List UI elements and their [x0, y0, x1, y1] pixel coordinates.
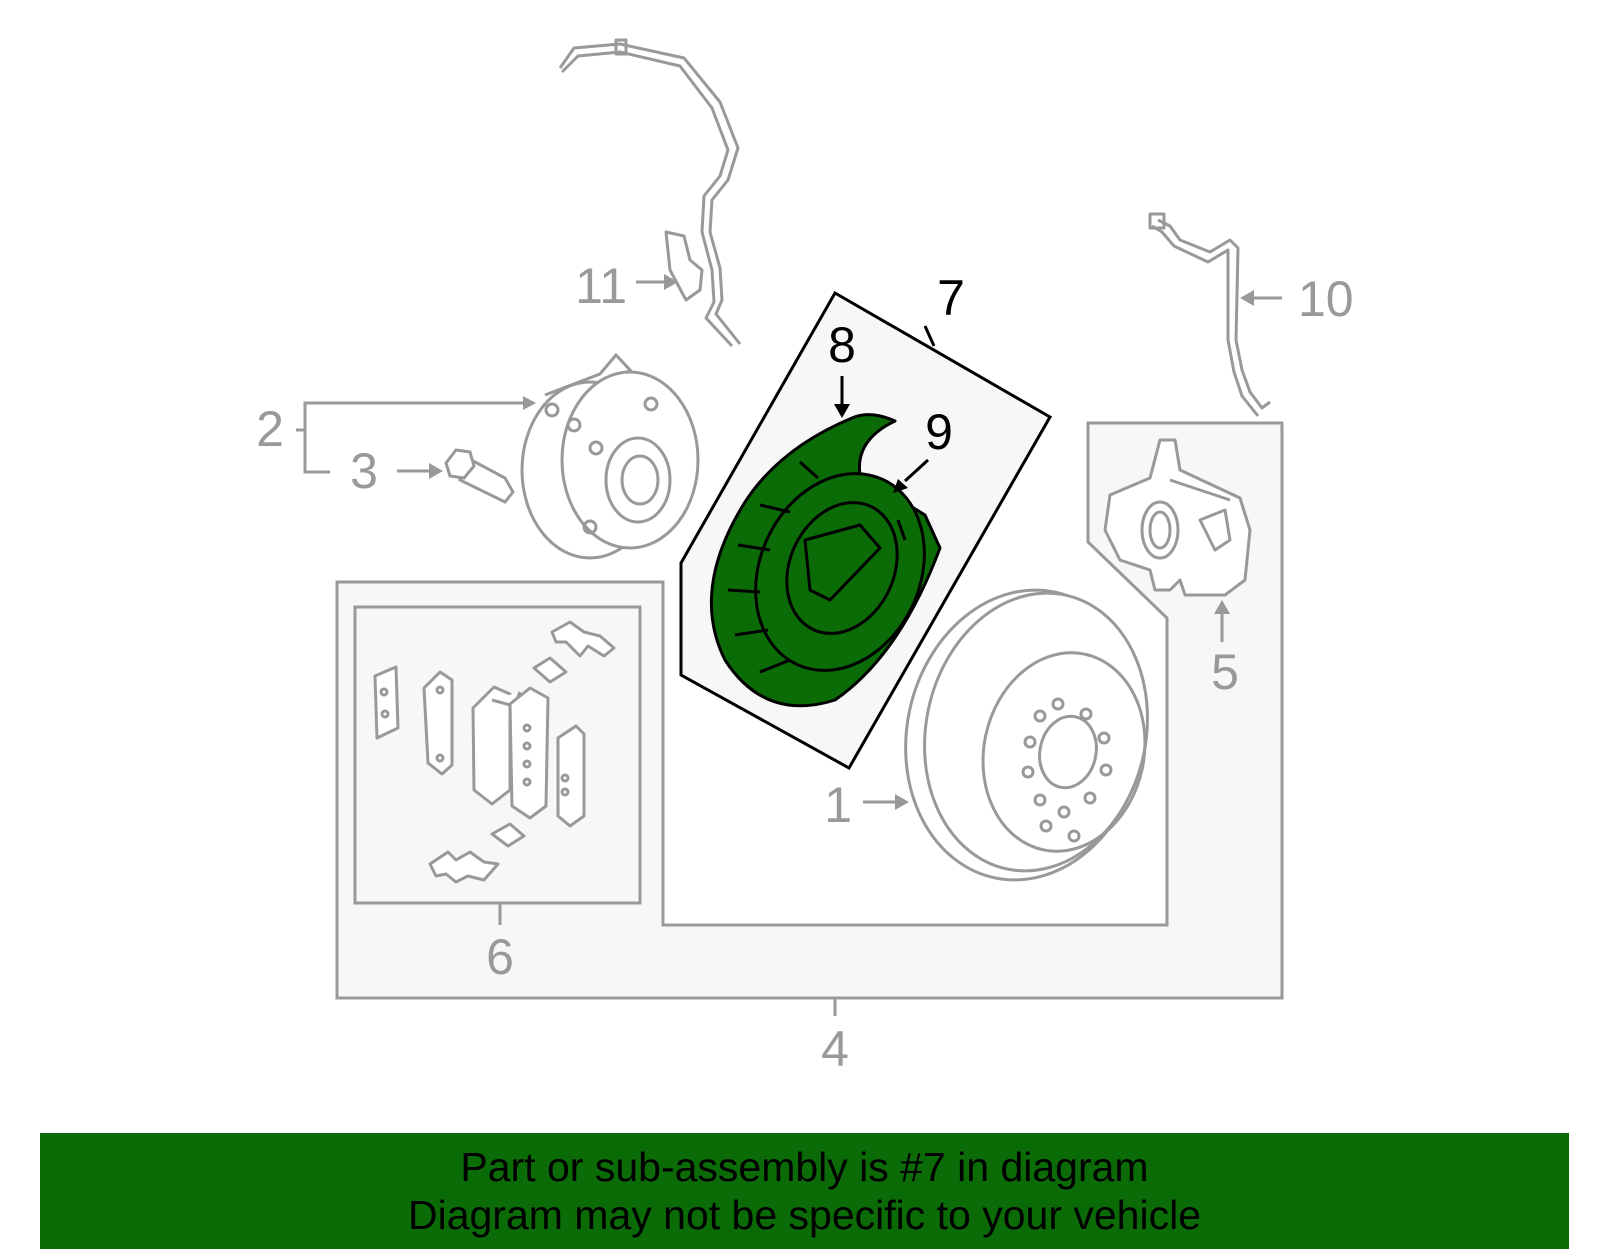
callout-4: 4	[821, 1021, 849, 1077]
callout-1: 1	[824, 777, 852, 833]
callout-10: 10	[1298, 271, 1354, 327]
arrowhead-10	[1240, 290, 1254, 306]
callout-3: 3	[350, 443, 378, 499]
banner-line-2: Diagram may not be specific to your vehi…	[407, 1192, 1201, 1238]
banner-line-1: Part or sub-assembly is #7 in diagram	[460, 1144, 1149, 1190]
plate-rib-2	[737, 543, 771, 552]
callout-11: 11	[575, 258, 627, 314]
plate-rib-4	[734, 628, 769, 637]
leader-2	[296, 401, 525, 474]
brake-pad-kit	[373, 620, 616, 884]
arrowhead-1	[895, 794, 909, 810]
arrowhead-8	[834, 404, 850, 418]
callout-6: 6	[486, 929, 514, 985]
hub-bolt	[444, 448, 515, 504]
brake-hose	[1148, 212, 1271, 417]
parking-brake-shoe	[803, 523, 882, 602]
plate-rib-5	[759, 658, 791, 674]
plate-rib-6	[799, 460, 819, 480]
backing-plate-part	[709, 413, 942, 708]
arrow-9	[903, 458, 930, 483]
plate-rib-3	[727, 588, 761, 594]
wheel-hub	[520, 352, 700, 560]
callout-5: 5	[1211, 644, 1239, 700]
callout-8: 8	[828, 317, 856, 373]
info-banner: Part or sub-assembly is #7 in diagram Di…	[40, 1133, 1569, 1249]
abs-sensor-wire	[558, 38, 742, 348]
pad-kit-box	[353, 605, 642, 905]
arrowhead-2	[523, 396, 536, 410]
arrowhead-5	[1214, 600, 1230, 614]
arrowhead-9	[893, 479, 908, 493]
leader-7	[923, 325, 936, 347]
callout-2: 2	[256, 401, 284, 457]
plate-rib-1	[759, 503, 791, 514]
callout-7: 7	[937, 270, 965, 326]
brake-caliper	[1103, 438, 1252, 597]
brake-rotor	[904, 588, 1149, 882]
arrowhead-11	[664, 274, 678, 290]
plate-rib-7	[896, 519, 907, 541]
callout-9: 9	[925, 404, 953, 460]
arrowhead-3	[429, 463, 443, 479]
